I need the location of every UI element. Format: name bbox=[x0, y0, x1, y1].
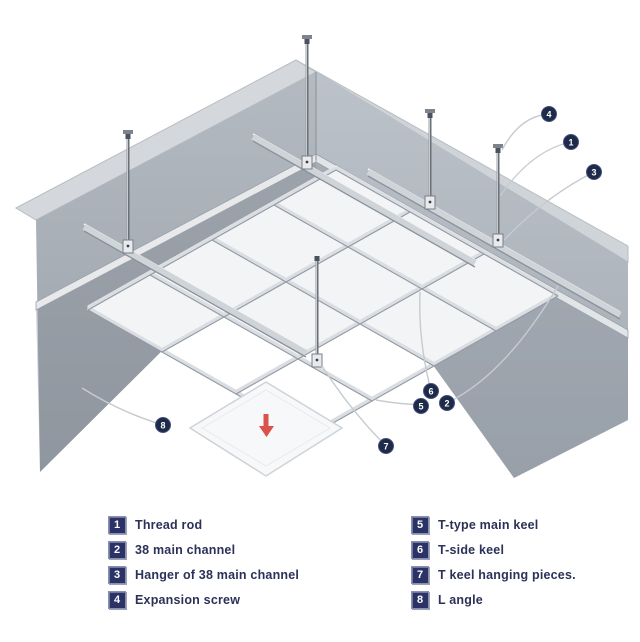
legend-item-label: 38 main channel bbox=[135, 542, 236, 557]
legend-item-5: 5 T-type main keel bbox=[411, 512, 576, 537]
thread-rod bbox=[301, 35, 313, 170]
t-keel-bottom-edge bbox=[87, 169, 559, 437]
suspension-rods bbox=[122, 35, 504, 368]
legend-number-badge: 2 bbox=[108, 540, 126, 559]
leader-line bbox=[446, 285, 559, 404]
legend-item-3: 3 Hanger of 38 main channel bbox=[108, 562, 299, 587]
down-arrow-icon bbox=[259, 414, 274, 437]
callout-4: 4 bbox=[541, 106, 557, 122]
t-main-keel bbox=[87, 166, 559, 436]
callout-7: 7 bbox=[378, 438, 394, 454]
legend-number-badge: 7 bbox=[411, 565, 429, 584]
expansion-screw-icon bbox=[302, 35, 312, 39]
t-side-keel bbox=[87, 166, 559, 436]
expansion-screw-icon bbox=[493, 144, 503, 148]
legend-number-badge: 1 bbox=[108, 515, 126, 534]
legend-left-column: 1 Thread rod 2 38 main channel 3 Hanger … bbox=[108, 512, 299, 612]
legend-item-6: 6 T-side keel bbox=[411, 537, 576, 562]
callout-number: 6 bbox=[428, 387, 433, 397]
legend-item-2: 2 38 main channel bbox=[108, 537, 299, 562]
legend-item-label: L angle bbox=[438, 592, 483, 607]
main-channel-38 bbox=[251, 133, 477, 268]
callout-number: 2 bbox=[444, 399, 449, 409]
t-keel-grid bbox=[87, 165, 559, 437]
main-channel-38 bbox=[82, 223, 308, 358]
thread-rod bbox=[311, 256, 323, 368]
legend-number-badge: 8 bbox=[411, 590, 429, 609]
legend-item-label: T-side keel bbox=[438, 542, 505, 557]
legend-item-label: T-type main keel bbox=[438, 517, 539, 532]
callout-2: 2 bbox=[439, 395, 455, 411]
leader-line bbox=[81, 387, 164, 426]
thread-rod bbox=[492, 144, 504, 248]
callout-5: 5 bbox=[413, 398, 429, 414]
legend-number-badge: 3 bbox=[108, 565, 126, 584]
callout-number: 5 bbox=[418, 402, 423, 412]
legend-number-badge: 6 bbox=[411, 540, 429, 559]
legend-right-column: 5 T-type main keel 6 T-side keel 7 T kee… bbox=[411, 512, 576, 612]
legend-item-label: Thread rod bbox=[135, 517, 203, 532]
callout-3: 3 bbox=[586, 164, 602, 180]
expansion-screw-icon bbox=[425, 109, 435, 113]
legend-item-7: 7 T keel hanging pieces. bbox=[411, 562, 576, 587]
callout-8: 8 bbox=[155, 417, 171, 433]
leader-line bbox=[321, 365, 387, 447]
leader-line bbox=[419, 291, 432, 392]
callouts: 4 1 3 6 5 2 7 bbox=[155, 106, 602, 454]
callout-number: 7 bbox=[383, 442, 388, 452]
legend-item-label: Expansion screw bbox=[135, 592, 241, 607]
callout-6: 6 bbox=[423, 383, 439, 399]
legend-item-label: T keel hanging pieces. bbox=[438, 567, 576, 582]
callout-number: 8 bbox=[160, 421, 165, 431]
callout-1: 1 bbox=[563, 134, 579, 150]
dropping-ceiling-panel bbox=[188, 381, 344, 477]
legend-item-4: 4 Expansion screw bbox=[108, 587, 299, 612]
callout-number: 3 bbox=[591, 168, 596, 178]
ceiling-installation-diagram: 4 1 3 6 5 2 7 bbox=[14, 35, 629, 478]
callout-number: 1 bbox=[568, 138, 573, 148]
legend-item-8: 8 L angle bbox=[411, 587, 576, 612]
expansion-screw-icon bbox=[123, 130, 133, 134]
leader-line bbox=[503, 171, 595, 241]
thread-rod bbox=[122, 130, 134, 254]
legend-number-badge: 5 bbox=[411, 515, 429, 534]
legend-number-badge: 4 bbox=[108, 590, 126, 609]
legend-item-label: Hanger of 38 main channel bbox=[135, 567, 300, 582]
legend-item-1: 1 Thread rod bbox=[108, 512, 299, 537]
leader-line bbox=[501, 113, 550, 151]
thread-rod bbox=[424, 109, 436, 210]
callout-number: 4 bbox=[546, 110, 551, 120]
